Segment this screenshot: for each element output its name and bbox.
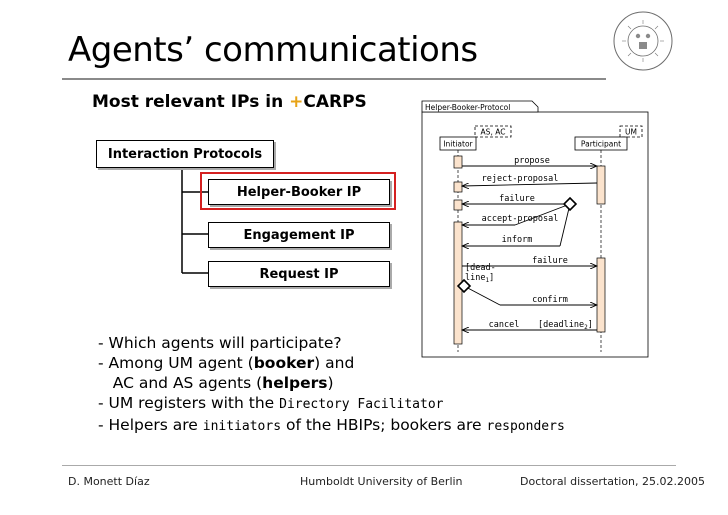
msg-accept: accept-proposal	[482, 214, 559, 224]
frame-tab	[421, 100, 539, 113]
deadline1-line2: line1]	[465, 273, 494, 284]
university-seal-icon	[613, 11, 673, 71]
msg-reject: reject-proposal	[482, 174, 559, 184]
slide-title: Agents’ communications	[68, 30, 478, 70]
tree-node-request: Request IP	[208, 261, 390, 287]
protocol-diagram: Helper-Booker-Protocol AS, AC Initiator …	[421, 100, 649, 358]
msg-failure1: failure	[499, 194, 535, 204]
activation-bar	[453, 181, 463, 193]
bullet-list: - Which agents will participate?- Among …	[98, 333, 565, 437]
tree-node-label: Engagement IP	[243, 227, 355, 243]
activation-bar	[453, 155, 463, 169]
bullet-item: - Among UM agent (booker) and	[98, 353, 565, 373]
bullet-emphasis: helpers	[262, 374, 328, 392]
tree-node-helper-booker: Helper-Booker IP	[208, 179, 390, 205]
activation-bar	[596, 165, 606, 205]
bullet-item: AC and AS agents (helpers)	[98, 373, 565, 393]
msg-propose: propose	[514, 156, 550, 166]
bullet-text: - Among UM agent (	[98, 354, 254, 372]
footer-university: Humboldt University of Berlin	[300, 475, 463, 488]
tree-node-engagement: Engagement IP	[208, 222, 390, 248]
bullet-term: Directory Facilitator	[279, 397, 444, 412]
subtitle-plus: +	[289, 92, 304, 112]
bullet-text: - Which agents will participate?	[98, 334, 342, 352]
bullet-item: - Which agents will participate?	[98, 333, 565, 353]
deadline1-line1: [dead-	[465, 263, 496, 273]
bullet-item: - UM registers with the Directory Facili…	[98, 393, 565, 415]
participant-role-box	[619, 125, 643, 138]
bullet-text: )	[327, 374, 334, 392]
bullet-term: responders	[486, 419, 565, 434]
subtitle-prefix: Most relevant IPs in	[92, 92, 290, 112]
footer-author: D. Monett Díaz	[68, 475, 150, 488]
inform-branch	[559, 203, 571, 247]
subtitle-suffix: CARPS	[303, 92, 367, 112]
xor-diamond-icon	[562, 196, 578, 212]
footer-event: Doctoral dissertation, 25.02.2005	[520, 475, 705, 488]
bullet-text: AC and AS agents (	[98, 374, 263, 392]
deadline2-label: [deadline2]	[538, 320, 593, 331]
tree-root-label: Interaction Protocols	[107, 146, 263, 162]
msg-failure2: failure	[532, 256, 568, 266]
participant-label: Participant	[581, 140, 621, 149]
confirm-branch	[463, 285, 501, 306]
bullet-term: initiators	[202, 419, 282, 434]
tree-node-label: Helper-Booker IP	[236, 184, 362, 200]
initiator-label: Initiator	[443, 140, 473, 149]
tree-root-box: Interaction Protocols	[96, 140, 274, 168]
bullet-text: of the HBIPs; bookers are	[281, 416, 487, 434]
initiator-role: AS, AC	[481, 128, 506, 137]
activation-bar	[453, 199, 463, 211]
footer-divider	[62, 465, 676, 466]
tree-node-label: Request IP	[259, 266, 339, 282]
frame-label: Helper-Booker-Protocol	[425, 103, 510, 112]
title-divider	[62, 78, 606, 80]
msg-confirm: confirm	[532, 295, 568, 305]
xor-diamond-icon	[456, 278, 472, 294]
msg-inform: inform	[502, 235, 533, 245]
bullet-emphasis: booker	[253, 354, 315, 372]
bullet-item: - Helpers are initiators of the HBIPs; b…	[98, 415, 565, 437]
activation-bar	[596, 257, 606, 333]
bullet-text: - UM registers with the	[98, 394, 280, 412]
reject-arrow	[462, 182, 598, 186]
participant-role: UM	[625, 128, 637, 137]
msg-cancel: cancel	[489, 320, 520, 330]
accept-branch	[514, 203, 571, 226]
section-subtitle: Most relevant IPs in +CARPS	[92, 92, 367, 112]
bullet-text: - Helpers are	[98, 416, 203, 434]
highlight-frame	[200, 172, 396, 210]
bullet-text: ) and	[314, 354, 355, 372]
initiator-role-box	[474, 125, 512, 138]
